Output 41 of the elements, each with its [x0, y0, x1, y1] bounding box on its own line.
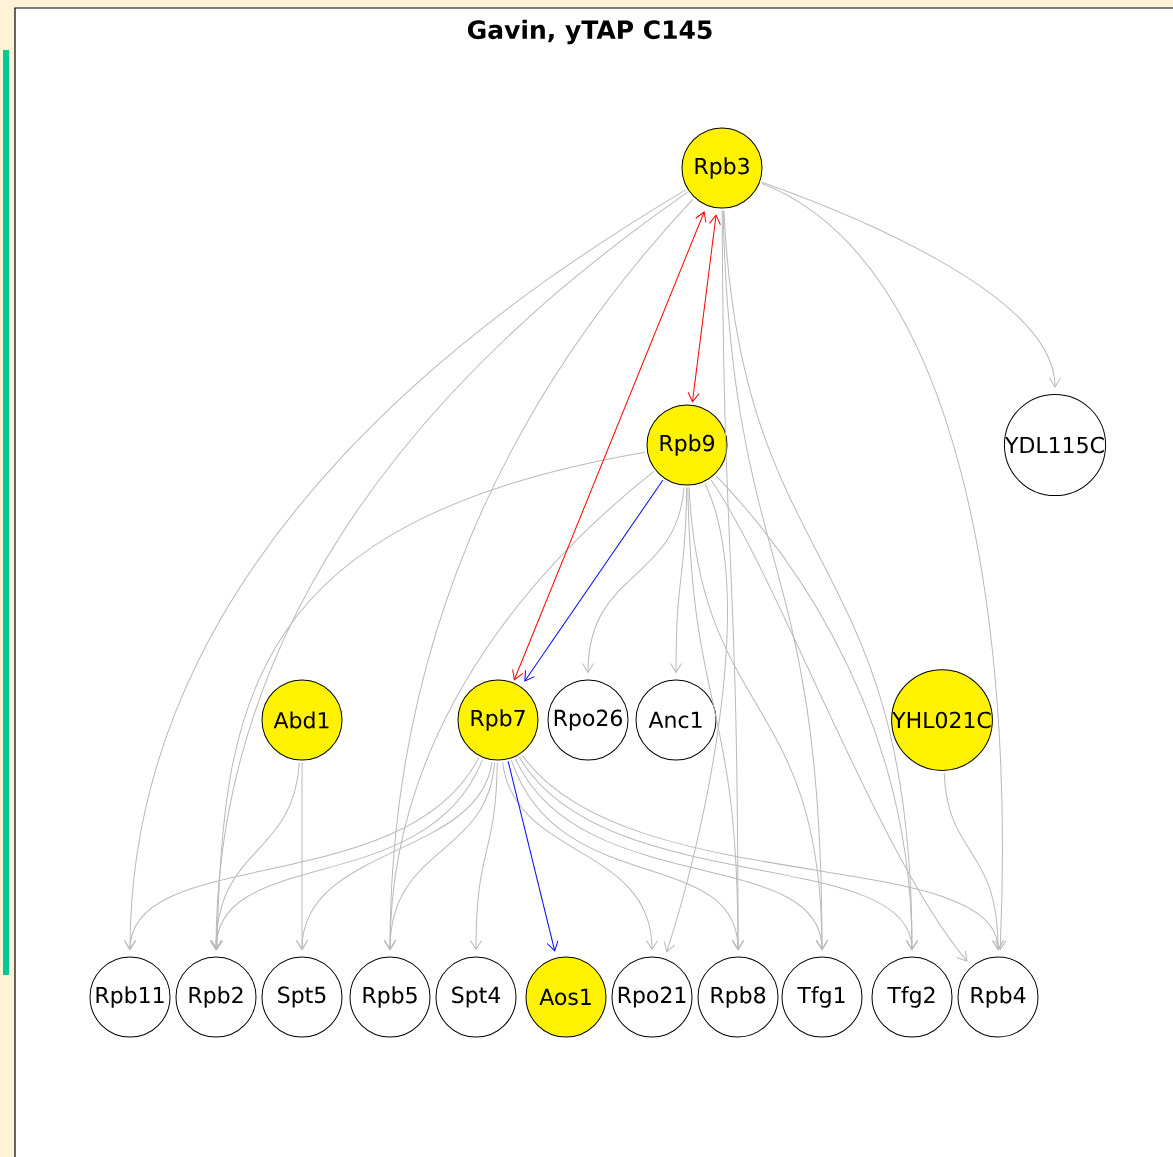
- protein-node: Rpb2: [175, 956, 257, 1038]
- protein-node: Rpo26: [547, 679, 629, 761]
- arrow: [510, 759, 744, 951]
- arrow: [507, 760, 559, 952]
- protein-node: Rpb3: [681, 127, 763, 209]
- arrow: [761, 182, 1007, 951]
- arrow: [761, 181, 1061, 388]
- arrow: [518, 756, 918, 951]
- protein-node: Spt5: [261, 956, 343, 1038]
- arrow: [687, 214, 721, 403]
- arrow: [210, 759, 483, 951]
- arrow: [582, 486, 685, 674]
- arrow: [524, 479, 664, 682]
- arrow: [512, 211, 707, 681]
- arrow: [470, 762, 498, 951]
- protein-node: Rpb9: [646, 404, 728, 486]
- protein-node: Rpb4: [957, 956, 1039, 1038]
- arrow: [211, 451, 646, 951]
- protein-node: Rpb7: [457, 679, 539, 761]
- arrow: [663, 482, 728, 953]
- arrow: [670, 487, 688, 674]
- arrow: [710, 479, 968, 962]
- arrow: [384, 761, 496, 951]
- protein-node: Spt4: [435, 956, 517, 1038]
- protein-node: Tfg2: [871, 956, 953, 1038]
- protein-node: Anc1: [635, 679, 717, 761]
- protein-node: YHL021C: [891, 669, 993, 771]
- protein-node: Rpb11: [89, 956, 171, 1038]
- protein-node: Abd1: [261, 679, 343, 761]
- protein-node: YDL115C: [1003, 393, 1107, 497]
- title: Gavin, yTAP C145: [467, 19, 712, 45]
- protein-node: Rpb8: [697, 956, 779, 1038]
- arrow: [943, 772, 1004, 951]
- protein-node: Rpb5: [349, 956, 431, 1038]
- protein-node: Tfg1: [781, 956, 863, 1038]
- arrow: [514, 758, 828, 951]
- protein-node: Rpo21: [611, 956, 693, 1038]
- arrow: [296, 761, 493, 951]
- protein-node: Aos1: [525, 956, 607, 1038]
- arrow: [124, 757, 480, 951]
- arrow: [502, 761, 658, 951]
